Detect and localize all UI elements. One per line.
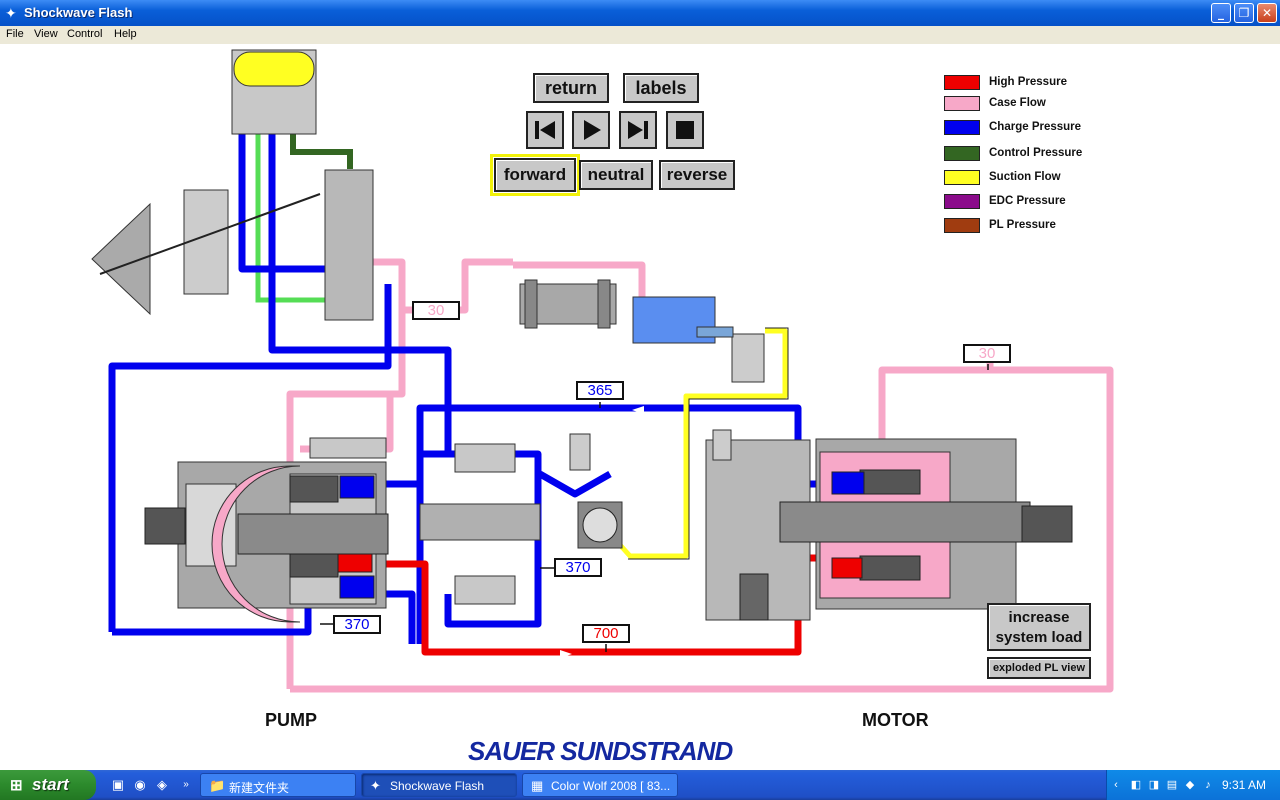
relief-valves — [419, 443, 623, 605]
menu-bar: File View Control Help — [0, 26, 1280, 44]
control-linkage — [91, 49, 732, 471]
reservoir — [632, 296, 716, 344]
system-tray: ‹ ◧ ◨ ▤ ◆ ♪ — [1106, 770, 1280, 800]
stop-button[interactable] — [666, 111, 704, 149]
network2-icon[interactable]: ◨ — [1148, 779, 1160, 791]
task-color-wolf[interactable]: ▦ Color Wolf 2008 [ 83... — [522, 773, 678, 797]
neutral-button[interactable]: neutral — [579, 160, 653, 190]
menu-help[interactable]: Help — [114, 28, 137, 40]
taskbar: ⊞ start ▣ ◉ ◈ » 📁 新建文件夹 ✦ Shockwave Flas… — [0, 770, 1280, 800]
gauge-charge-low: 370 — [333, 615, 381, 634]
gauge-high-pressure: 700 — [582, 624, 630, 643]
title-bar: ✦ Shockwave Flash _ ❐ ✕ — [0, 0, 1280, 26]
return-button[interactable]: return — [533, 73, 609, 103]
clock: 9:31 AM — [1222, 778, 1267, 792]
motor-assembly — [705, 438, 1073, 621]
pump-label: PUMP — [265, 710, 318, 730]
suction-lines — [610, 328, 788, 559]
gauge-charge-top: 365 — [576, 381, 624, 400]
menu-control[interactable]: Control — [67, 28, 103, 40]
rewind-icon — [535, 121, 555, 139]
pilot-line — [255, 128, 352, 303]
rewind-button[interactable] — [526, 111, 564, 149]
task-shockwave[interactable]: ✦ Shockwave Flash — [361, 773, 517, 797]
start-button[interactable]: ⊞ start — [0, 770, 96, 800]
flash-stage: return labels forward neutral reverse Hi… — [0, 44, 1280, 770]
display-icon[interactable]: ▤ — [1166, 779, 1178, 791]
task-folder[interactable]: 📁 新建文件夹 — [200, 773, 356, 797]
exploded-pl-view-button[interactable]: exploded PL view — [987, 657, 1091, 679]
security-icon[interactable]: ◆ — [1185, 779, 1195, 791]
reverse-button[interactable]: reverse — [659, 160, 735, 190]
forward-button[interactable]: forward — [490, 154, 580, 196]
menu-view[interactable]: View — [34, 28, 58, 40]
minimize-button[interactable]: _ — [1211, 3, 1231, 23]
shockwave-app-icon: ✦ — [5, 5, 17, 21]
network-icon[interactable]: ◧ — [1130, 779, 1142, 791]
hydraulic-diagram — [91, 49, 1114, 693]
tray-expand-icon[interactable]: ‹ — [1114, 779, 1118, 791]
gauge-case-motor: 30 — [963, 344, 1011, 363]
maximize-button[interactable]: ❐ — [1234, 3, 1254, 23]
step-forward-icon — [628, 121, 648, 139]
app-icon: ▦ — [531, 778, 544, 793]
show-desktop-icon[interactable]: ▣ — [111, 777, 125, 792]
step-forward-button[interactable] — [619, 111, 657, 149]
flow-arrow-high — [560, 650, 572, 658]
media-icon[interactable]: ◈ — [157, 777, 167, 792]
gauge-charge-mid: 370 — [554, 558, 602, 577]
pump-assembly — [144, 437, 389, 623]
windows-logo-icon: ⊞ — [10, 777, 23, 794]
brand-logo: SAUER SUNDSTRAND — [468, 736, 733, 766]
labels-button[interactable]: labels — [623, 73, 699, 103]
close-button[interactable]: ✕ — [1257, 3, 1277, 23]
control-pressure-line — [290, 128, 353, 169]
flow-arrow-charge — [632, 406, 644, 414]
shockwave-icon: ✦ — [370, 778, 381, 793]
window-title: Shockwave Flash — [24, 5, 133, 20]
gauge-case-pump: 30 — [412, 301, 460, 320]
motor-label: MOTOR — [862, 710, 929, 730]
folder-icon: 📁 — [209, 778, 226, 793]
browser-icon[interactable]: ◉ — [134, 777, 146, 792]
menu-file[interactable]: File — [6, 28, 24, 40]
play-button[interactable] — [572, 111, 610, 149]
filter — [731, 333, 765, 383]
stop-icon — [676, 121, 694, 139]
more-quicklaunch-icon[interactable]: » — [183, 779, 189, 790]
increase-load-button[interactable]: increase system load — [987, 603, 1091, 651]
volume-icon[interactable]: ♪ — [1205, 779, 1211, 791]
play-icon — [584, 120, 601, 140]
